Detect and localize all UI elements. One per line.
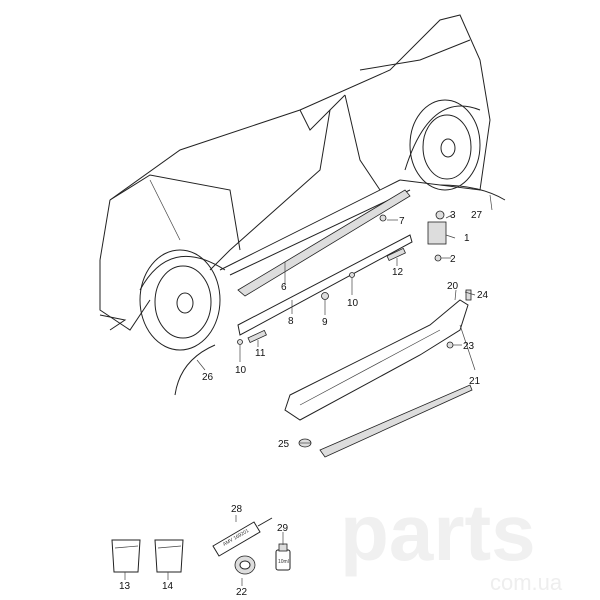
part-2-screw bbox=[434, 254, 442, 262]
callout-28[interactable]: 28 bbox=[231, 504, 243, 515]
part-8-sill-trim bbox=[237, 234, 413, 336]
callout-7[interactable]: 7 bbox=[399, 216, 405, 227]
part-3-clip bbox=[435, 210, 445, 220]
vehicle-body-outline bbox=[99, 14, 491, 331]
callout-26[interactable]: 26 bbox=[202, 372, 214, 383]
svg-text:parts: parts bbox=[340, 488, 536, 577]
part-26-strip bbox=[174, 344, 216, 396]
callout-labels: 1 2 3 6 7 8 9 10 10 11 12 13 14 20 21 22… bbox=[119, 210, 489, 598]
callout-8[interactable]: 8 bbox=[288, 316, 294, 327]
part-10-clip bbox=[237, 339, 243, 345]
callout-12[interactable]: 12 bbox=[392, 267, 404, 278]
part-28-sealant-tube: AMV 169201 bbox=[212, 517, 273, 557]
part-9-screw bbox=[321, 292, 329, 300]
part-13-bag bbox=[111, 539, 141, 573]
part-11-pad bbox=[247, 329, 267, 344]
part-24-clip bbox=[465, 289, 472, 301]
callout-2[interactable]: 2 bbox=[450, 254, 456, 265]
callout-25[interactable]: 25 bbox=[278, 439, 290, 450]
svg-text:10ml: 10ml bbox=[278, 559, 289, 565]
callout-20[interactable]: 20 bbox=[447, 281, 459, 292]
rear-wheel bbox=[404, 99, 481, 191]
callout-11[interactable]: 11 bbox=[255, 348, 266, 359]
callout-10[interactable]: 10 bbox=[347, 298, 359, 309]
callout-13[interactable]: 13 bbox=[119, 581, 131, 592]
part-1-bracket bbox=[427, 221, 447, 245]
part-12-pad bbox=[386, 247, 406, 262]
part-23-screw bbox=[446, 341, 454, 349]
callout-9[interactable]: 9 bbox=[322, 317, 328, 328]
callout-10[interactable]: 10 bbox=[235, 365, 247, 376]
callout-21[interactable]: 21 bbox=[469, 376, 481, 387]
callout-3[interactable]: 3 bbox=[450, 210, 456, 221]
front-wheel bbox=[139, 249, 226, 351]
callout-1[interactable]: 1 bbox=[464, 233, 470, 244]
callout-23[interactable]: 23 bbox=[463, 341, 475, 352]
callout-24[interactable]: 24 bbox=[477, 290, 489, 301]
svg-text:com.ua: com.ua bbox=[490, 570, 563, 595]
part-27-strip bbox=[439, 184, 506, 201]
part-10-clip bbox=[349, 272, 355, 278]
callout-22[interactable]: 22 bbox=[236, 587, 248, 598]
callout-27[interactable]: 27 bbox=[471, 210, 483, 221]
leader-lines bbox=[124, 194, 493, 586]
part-14-bag bbox=[154, 539, 184, 573]
part-6-trim-strip bbox=[237, 189, 411, 297]
part-7-nut bbox=[379, 214, 387, 222]
callout-14[interactable]: 14 bbox=[162, 581, 174, 592]
part-22-tape-roll bbox=[234, 555, 256, 575]
part-21-lower-strip bbox=[319, 384, 473, 458]
part-29-bottle: 10ml bbox=[275, 543, 291, 571]
part-20-side-skirt bbox=[284, 299, 469, 421]
callout-6[interactable]: 6 bbox=[281, 282, 287, 293]
callout-29[interactable]: 29 bbox=[277, 523, 289, 534]
watermark: parts com.ua bbox=[340, 488, 563, 595]
